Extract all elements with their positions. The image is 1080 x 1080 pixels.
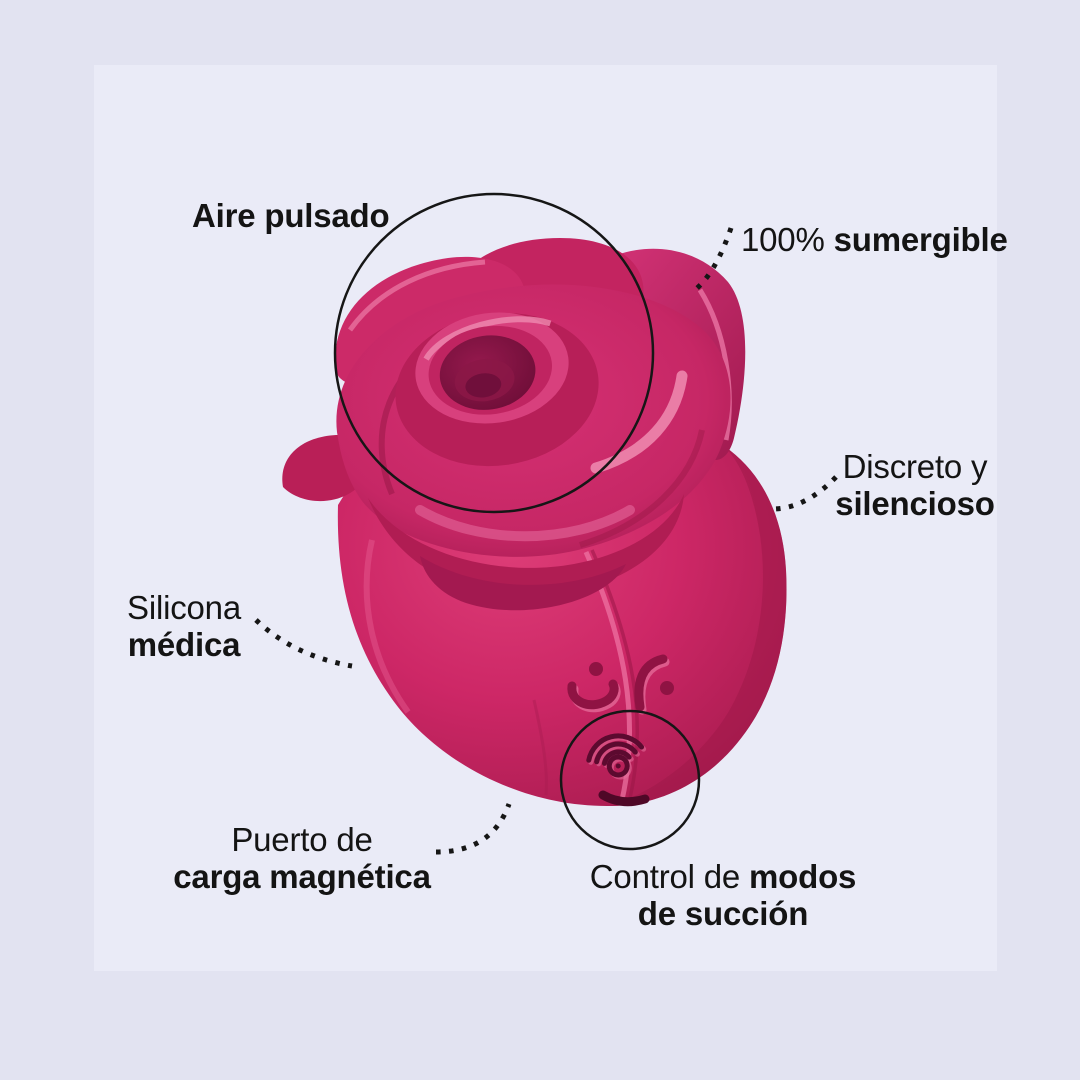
label-submersible: 100% sumergible bbox=[741, 221, 1008, 258]
sf-logo bbox=[567, 654, 674, 715]
label-discreet: Discreto y silencioso bbox=[835, 448, 995, 522]
label-suction-control-line1: Control de modos bbox=[589, 858, 857, 895]
label-charging-port-line2: carga magnética bbox=[173, 858, 431, 895]
label-suction-control: Control de modos de succión bbox=[589, 858, 857, 932]
suction-waves-icon bbox=[586, 733, 647, 780]
annotation-circle-suction-control bbox=[559, 709, 701, 851]
dotted-line-submersible bbox=[694, 227, 734, 291]
dotted-line-charging-port bbox=[435, 803, 512, 855]
annotation-circle-pulsed-air bbox=[333, 192, 655, 514]
label-submersible-normal: 100% bbox=[741, 221, 834, 258]
label-pulsed-air-text: Aire pulsado bbox=[192, 197, 390, 234]
rose-device bbox=[282, 238, 787, 807]
charging-port-slit bbox=[598, 790, 650, 807]
label-suction-control-line1-bold: modos bbox=[749, 858, 857, 895]
label-discreet-line1: Discreto y bbox=[842, 448, 988, 485]
dotted-line-discreet bbox=[773, 475, 838, 512]
label-suction-control-line1-normal: Control de bbox=[589, 858, 750, 895]
label-silicone-line1: Silicona bbox=[127, 589, 241, 626]
dotted-line-silicone bbox=[254, 618, 353, 669]
label-charging-port: Puerto de carga magnética bbox=[173, 821, 431, 895]
label-silicone: Silicona médica bbox=[127, 589, 241, 663]
label-discreet-line2: silencioso bbox=[835, 485, 995, 522]
label-suction-control-line2: de succión bbox=[637, 895, 809, 932]
annotation-graphics bbox=[254, 192, 838, 855]
label-pulsed-air: Aire pulsado bbox=[192, 197, 390, 234]
air-pulse-nozzle bbox=[395, 312, 599, 467]
label-submersible-bold: sumergible bbox=[833, 221, 1008, 258]
label-silicone-line2: médica bbox=[127, 626, 241, 663]
label-charging-port-line1: Puerto de bbox=[231, 821, 373, 858]
rose-head bbox=[336, 284, 731, 611]
